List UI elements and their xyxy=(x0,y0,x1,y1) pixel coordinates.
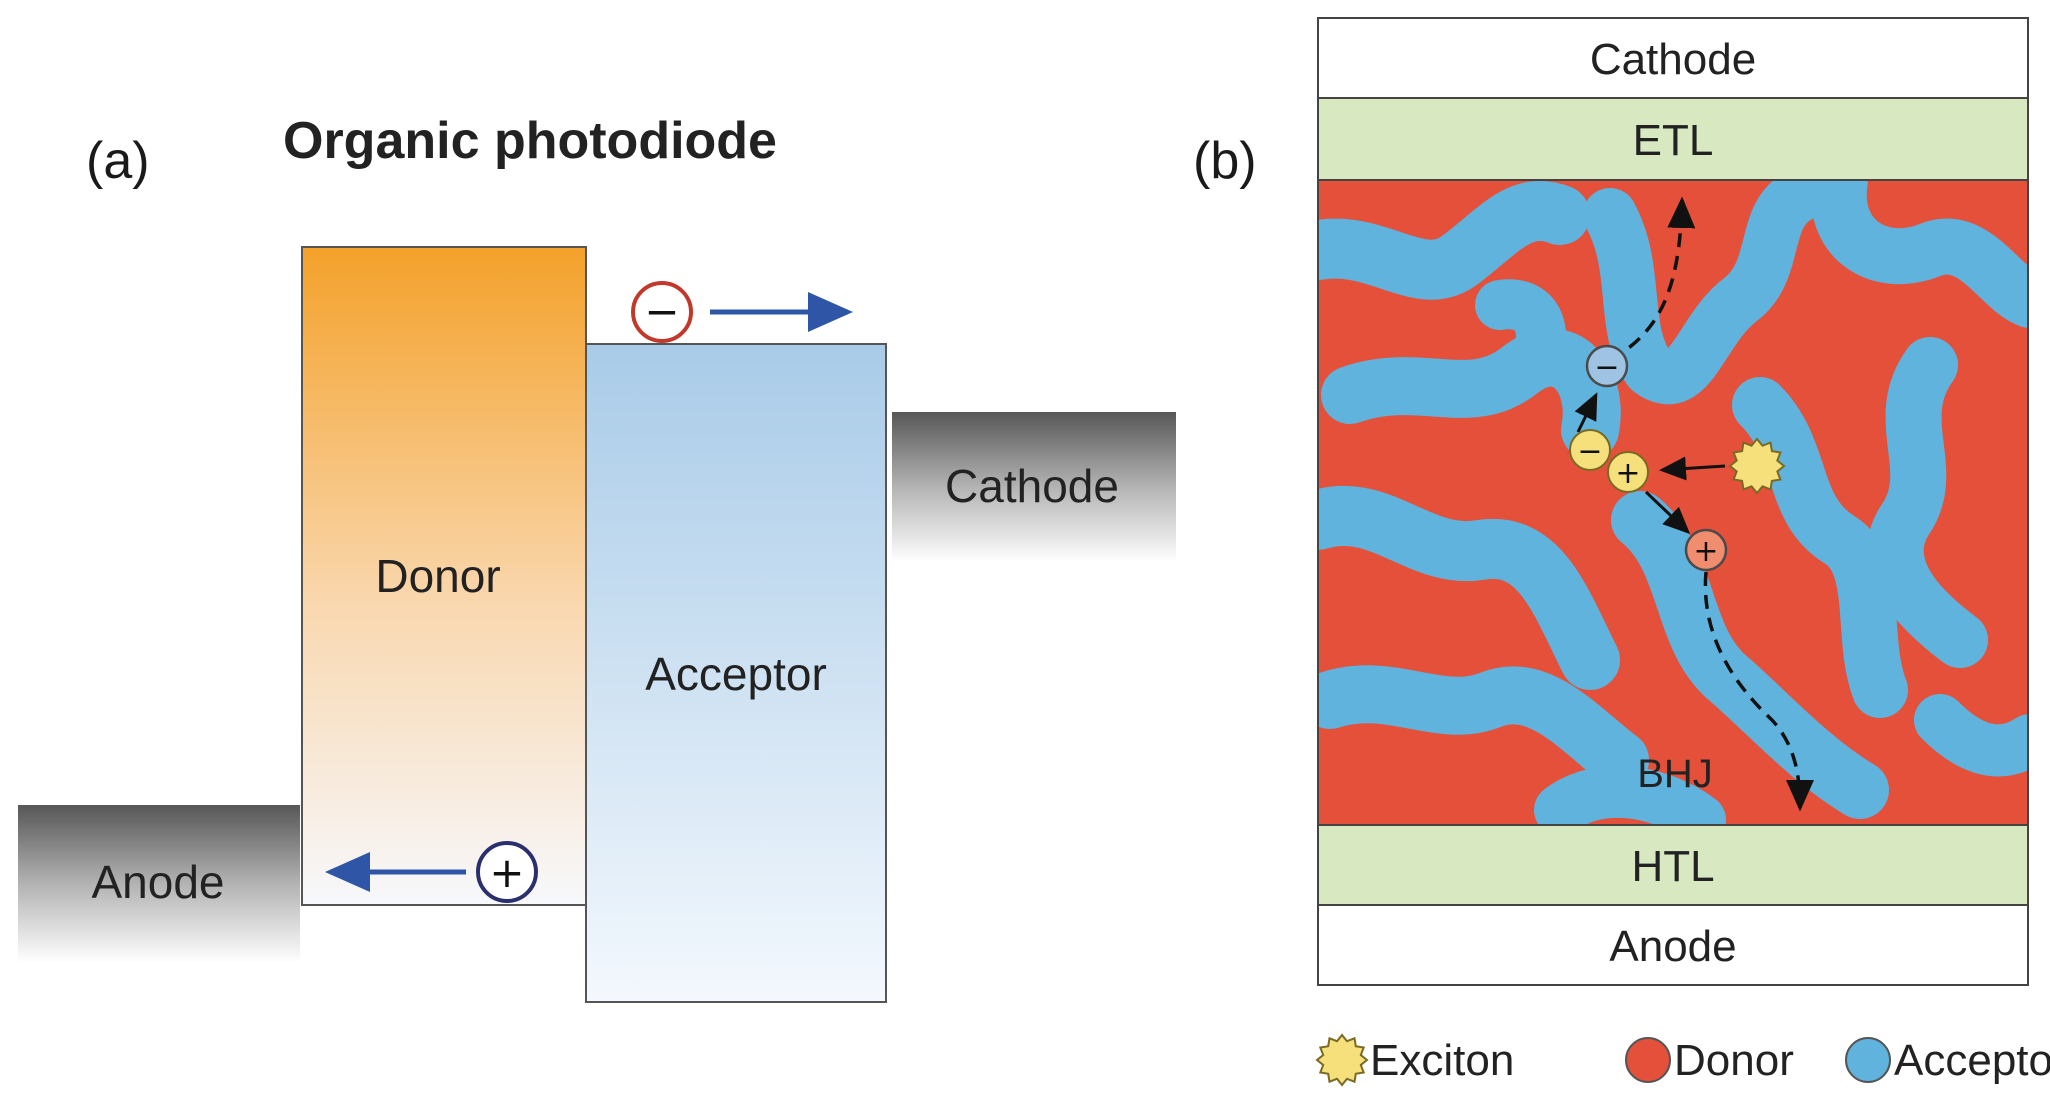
acceptor-domain xyxy=(1475,279,1566,370)
pair-hole xyxy=(1607,451,1649,493)
pair-hole-symbol: + xyxy=(1615,456,1640,491)
bhj-layer: BHJ xyxy=(1318,180,2028,825)
acceptor-domain xyxy=(1611,491,1889,819)
layer-etl-label: ETL xyxy=(1633,116,1714,165)
acceptor-domain xyxy=(1583,180,1827,405)
panel-b: (b) Cathode ETL BHJ xyxy=(1193,17,2050,1087)
hole-short-arrow xyxy=(1644,490,1691,535)
exciton-shape xyxy=(1728,437,1786,495)
cathode-label: Cathode xyxy=(945,460,1119,512)
legend-exciton-icon xyxy=(1315,1033,1369,1087)
electron-charge-b xyxy=(1585,344,1629,388)
layer-htl xyxy=(1317,824,2029,906)
legend-acceptor-swatch xyxy=(1845,1037,1891,1083)
panel-a: (a) Organic photodiode Anode Cathode Don… xyxy=(18,112,1176,1003)
hole-path-b xyxy=(1703,571,1814,812)
layer-anode-label: Anode xyxy=(1609,922,1736,971)
acceptor-domain xyxy=(1318,665,1649,789)
layer-cathode-label: Cathode xyxy=(1590,35,1756,84)
layer-etl xyxy=(1317,97,2029,181)
layer-cathode xyxy=(1317,17,2029,99)
acceptor-domain xyxy=(1867,337,1988,668)
acceptor-domain xyxy=(1318,485,1620,690)
acceptor-label: Acceptor xyxy=(645,648,827,700)
hole-charge-a xyxy=(476,841,538,903)
acceptor-box xyxy=(585,343,887,1003)
bhj-label: BHJ xyxy=(1637,752,1713,796)
pair-electron xyxy=(1569,429,1611,471)
legend-exciton-label: Exciton xyxy=(1370,1036,1514,1085)
acceptor-domain xyxy=(1914,694,2028,777)
legend: Exciton Donor Acceptor xyxy=(1315,1033,2050,1087)
acceptor-domain xyxy=(1321,328,1621,459)
electron-symbol-b: − xyxy=(1594,350,1619,385)
panel-a-title: Organic photodiode xyxy=(283,112,777,170)
electron-charge-a xyxy=(631,281,693,343)
bhj-acceptor-domains xyxy=(1318,180,2028,825)
acceptor-domain xyxy=(1534,765,1726,825)
panel-b-label: (b) xyxy=(1193,132,1257,190)
legend-acceptor-label: Acceptor xyxy=(1894,1036,2050,1085)
panel-a-label: (a) xyxy=(86,132,150,190)
cathode-electrode xyxy=(892,412,1176,562)
legend-donor-swatch xyxy=(1625,1037,1671,1083)
exciton-icon xyxy=(1728,437,1786,495)
hole-symbol-b: + xyxy=(1693,534,1718,569)
acceptor-domain xyxy=(1810,180,2028,328)
acceptor-domain xyxy=(1318,181,1590,300)
pair-electron-symbol: − xyxy=(1577,434,1602,469)
layer-htl-label: HTL xyxy=(1631,842,1714,891)
hole-symbol-a: + xyxy=(489,848,524,897)
hole-charge-b xyxy=(1684,528,1728,572)
anode-label: Anode xyxy=(91,856,224,908)
exciton-arrow xyxy=(1659,456,1726,481)
anode-electrode xyxy=(18,805,300,963)
electron-symbol-a: − xyxy=(644,287,679,336)
exciton-pair: − + xyxy=(1569,429,1649,493)
exciton-shape xyxy=(1315,1033,1369,1087)
electron-short-arrow xyxy=(1574,392,1598,433)
layer-anode xyxy=(1317,904,2029,986)
donor-label: Donor xyxy=(375,550,500,602)
donor-box xyxy=(301,246,587,906)
legend-donor-label: Donor xyxy=(1674,1036,1794,1085)
acceptor-domain xyxy=(1732,377,1908,718)
